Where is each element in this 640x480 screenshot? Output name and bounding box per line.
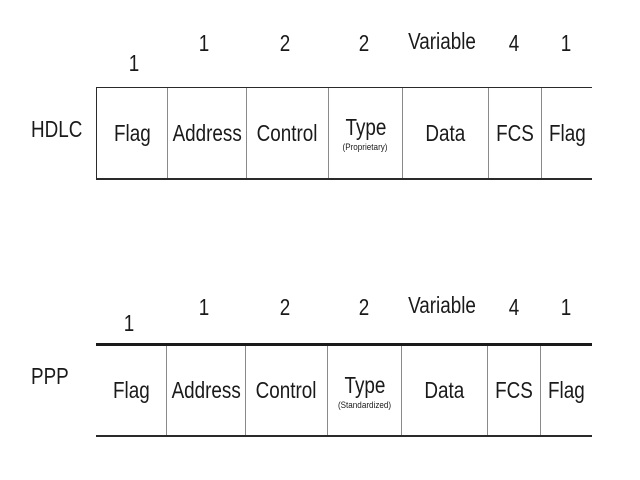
size-label-flag: 1 — [128, 50, 140, 76]
size-label-data: Variable — [408, 28, 476, 54]
field-name: Data — [424, 377, 465, 403]
size-label-fcs: 4 — [508, 294, 520, 320]
field-flag: Flag — [97, 88, 168, 178]
size-label-flag-end: 1 — [560, 294, 572, 320]
size-label-type: 2 — [358, 30, 370, 56]
ppp-field-row: Flag Address Control Type (Standardized)… — [96, 343, 592, 437]
field-name: Control — [256, 377, 317, 403]
ppp-size-row: 1 1 2 2 Variable 4 1 — [96, 292, 592, 336]
size-label-control: 2 — [279, 294, 291, 320]
size-label-flag: 1 — [123, 310, 135, 336]
field-type: Type (Proprietary) — [329, 88, 403, 178]
size-label-address: 1 — [198, 30, 210, 56]
hdlc-size-row: 1 1 2 2 Variable 4 1 — [96, 28, 592, 76]
size-label-address: 1 — [198, 294, 210, 320]
field-name: Type — [345, 114, 386, 140]
field-address: Address — [167, 346, 246, 435]
field-name: Address — [172, 119, 242, 146]
field-type: Type (Standardized) — [328, 346, 402, 435]
field-flag: Flag — [96, 346, 167, 435]
field-control: Control — [246, 346, 328, 435]
field-name: Type — [344, 371, 385, 398]
protocol-label-hdlc: HDLC — [31, 116, 83, 142]
field-name: FCS — [495, 377, 533, 403]
size-label-data: Variable — [408, 292, 476, 318]
field-control: Control — [247, 88, 329, 178]
protocol-label-ppp: PPP — [31, 363, 69, 389]
size-label-flag-end: 1 — [560, 30, 572, 56]
field-fcs: FCS — [488, 346, 541, 435]
field-name: FCS — [496, 119, 534, 146]
size-label-type: 2 — [358, 294, 370, 320]
field-note: (Standardized) — [337, 399, 392, 410]
hdlc-field-row: Flag Address Control Type (Proprietary) … — [96, 87, 592, 180]
field-data: Data — [402, 346, 488, 435]
field-note: (Proprietary) — [342, 142, 388, 152]
hdlc-frame-diagram: HDLC 1 1 2 2 Variable 4 1 Flag Address C… — [0, 0, 640, 180]
field-name: Control — [257, 119, 318, 146]
field-name: Data — [425, 119, 466, 146]
ppp-frame-diagram: PPP 1 1 2 2 Variable 4 1 Flag Address Co… — [0, 257, 640, 437]
field-name: Flag — [548, 377, 585, 403]
field-flag-end: Flag — [542, 88, 593, 178]
field-name: Flag — [112, 377, 150, 403]
field-name: Flag — [113, 119, 151, 146]
field-name: Flag — [549, 119, 586, 146]
field-data: Data — [403, 88, 489, 178]
field-fcs: FCS — [489, 88, 542, 178]
size-label-fcs: 4 — [508, 30, 520, 56]
field-flag-end: Flag — [541, 346, 592, 435]
field-address: Address — [168, 88, 247, 178]
size-label-control: 2 — [279, 30, 291, 56]
field-name: Address — [171, 377, 241, 403]
